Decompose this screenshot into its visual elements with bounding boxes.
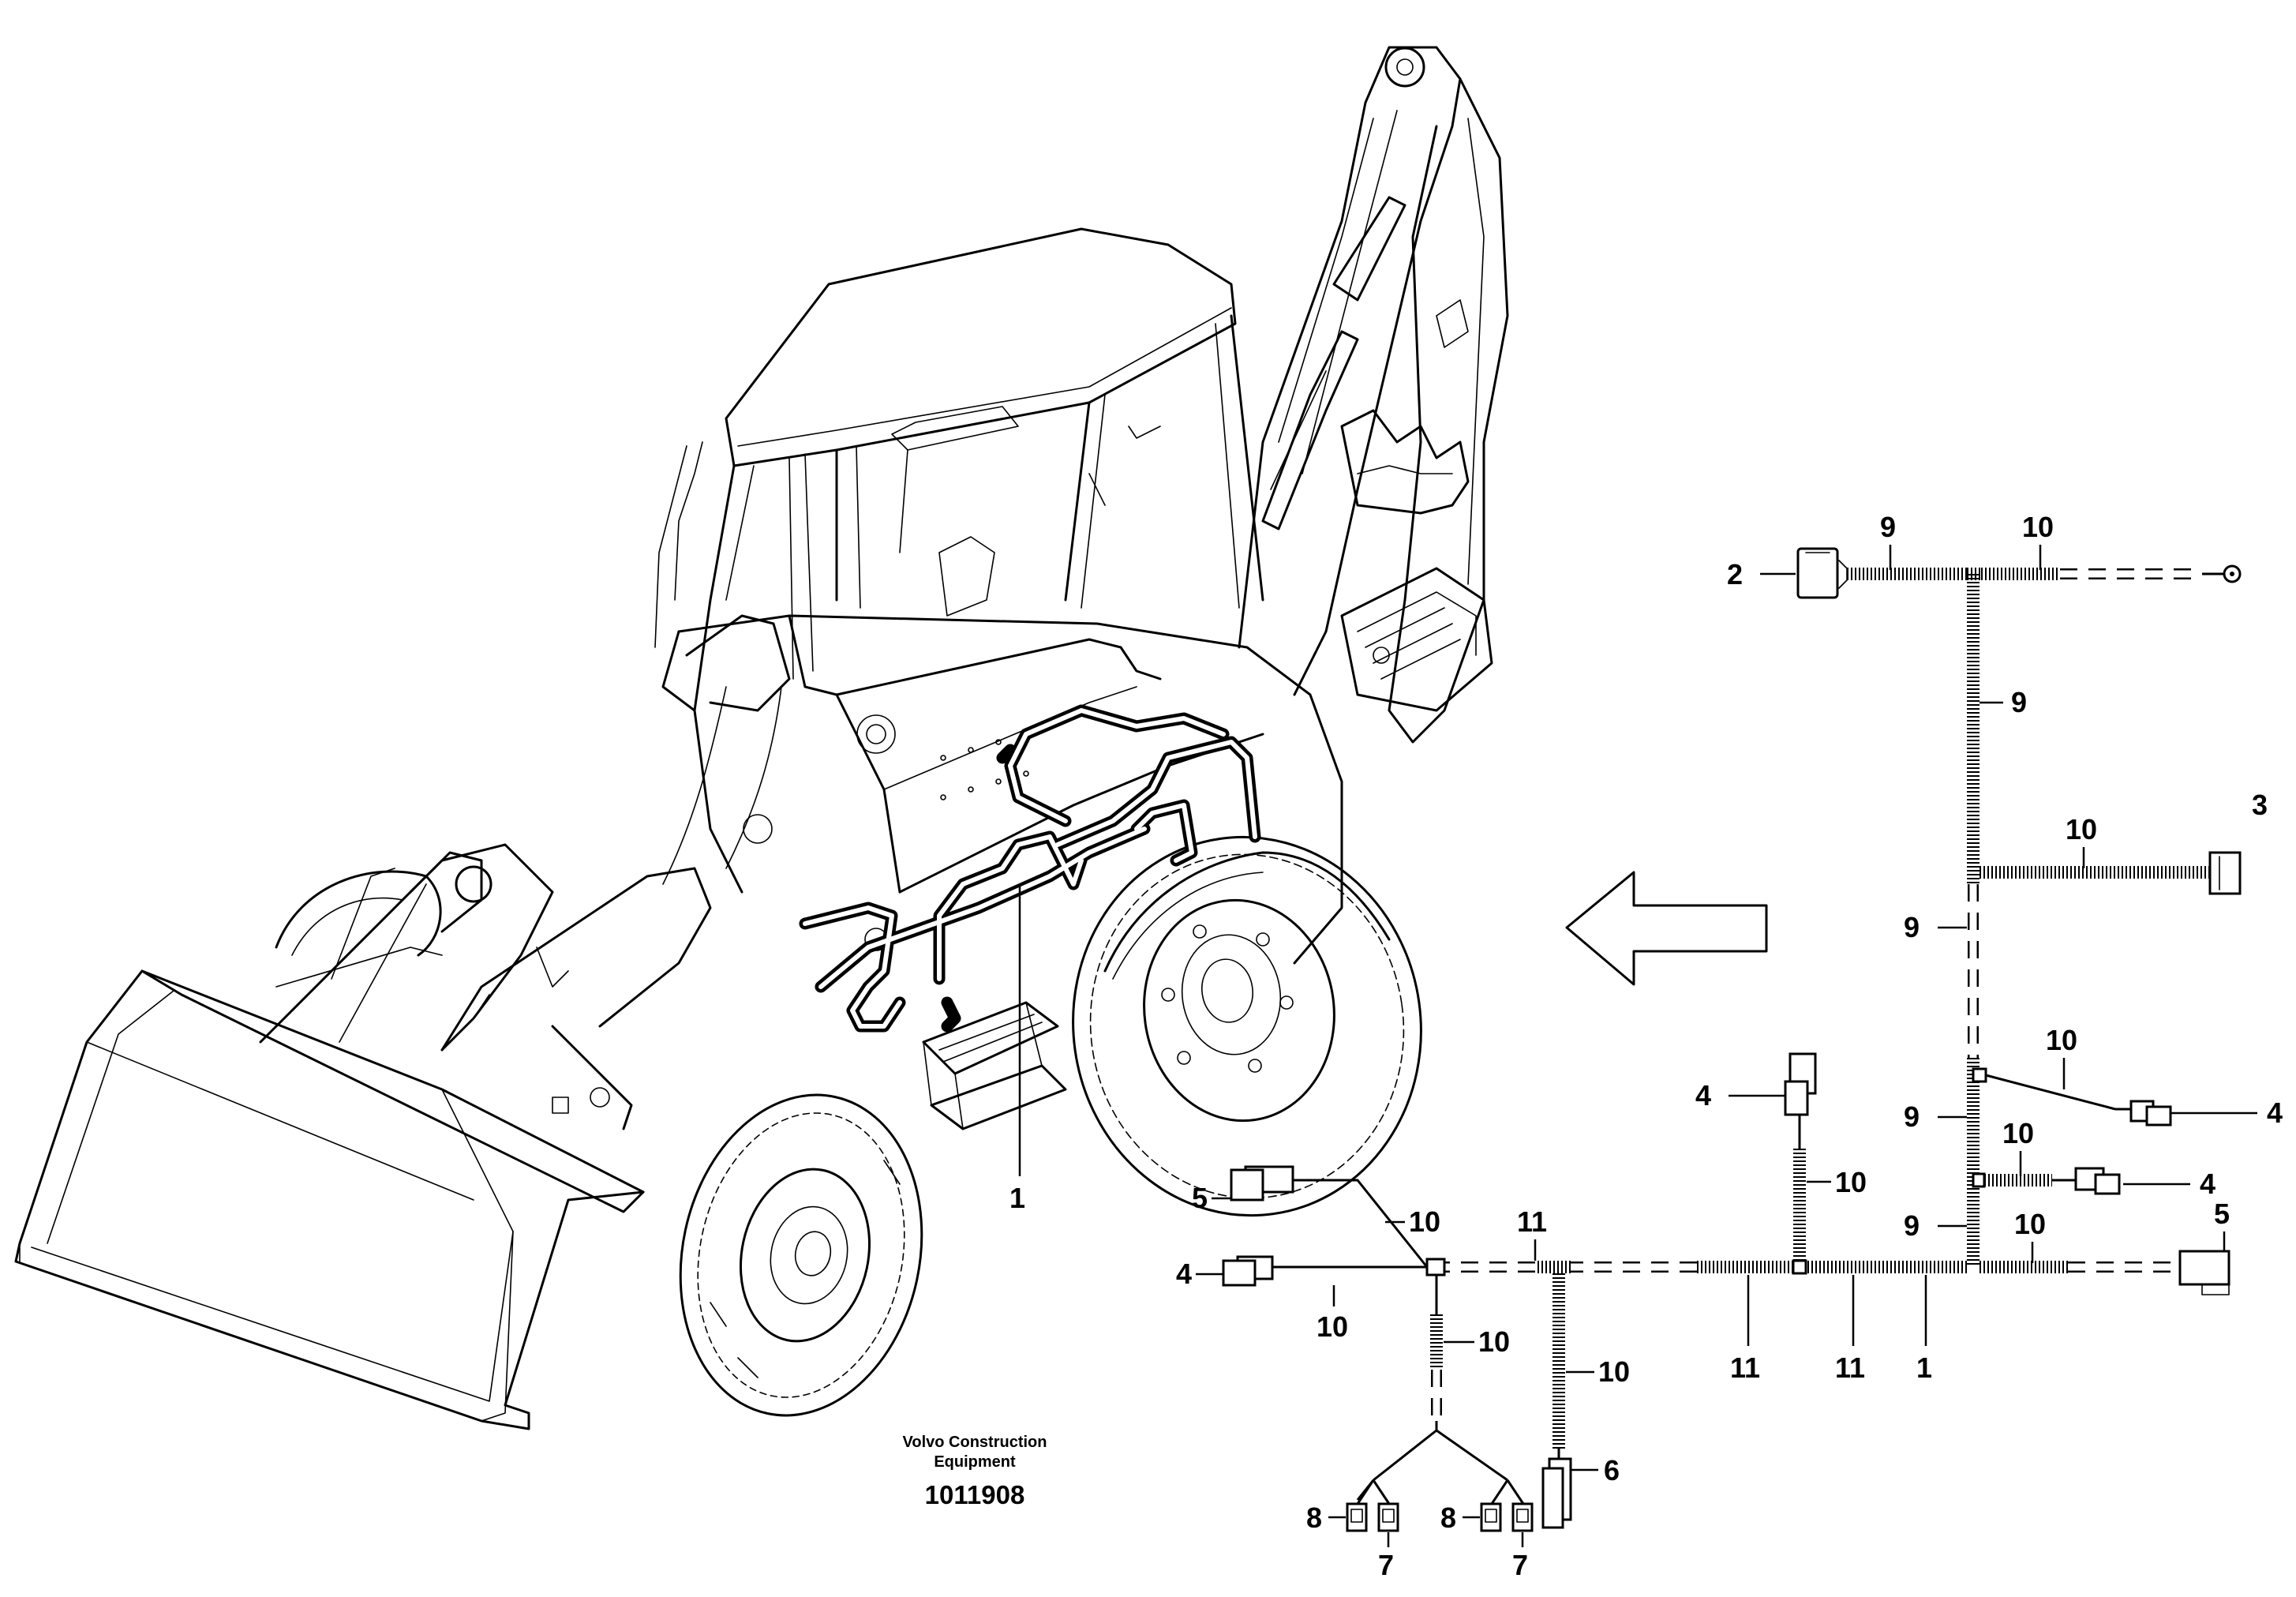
label-10-branch-4-upper: 10	[2046, 1024, 2077, 1056]
harness-branch-4-upper	[1972, 1067, 2257, 1127]
label-9-middle: 9	[1904, 911, 1920, 943]
connector-7-left	[1377, 1502, 1399, 1532]
label-11-right: 11	[1835, 1351, 1865, 1384]
front-bucket	[14, 969, 645, 1430]
label-7-left: 7	[1378, 1549, 1394, 1581]
loader-arms	[259, 843, 554, 1052]
label-9-upper: 9	[2011, 686, 2027, 718]
connector-8-left	[1346, 1502, 1368, 1532]
caption-block: Volvo Construction Equipment 1011908	[903, 1434, 1047, 1509]
label-4-middle: 4	[1695, 1079, 1711, 1112]
label-8-right: 8	[1440, 1501, 1456, 1534]
label-10-left-upper: 10	[1409, 1205, 1440, 1238]
left-arrow-icon	[1565, 871, 1768, 986]
label-10-bottom-right: 10	[2014, 1208, 2046, 1240]
label-8-left: 8	[1306, 1501, 1322, 1534]
harness-branch-top	[1760, 547, 2242, 599]
label-4-lower: 4	[2200, 1168, 2215, 1200]
label-machine-1: 1	[1009, 1182, 1025, 1214]
brand-line-1: Volvo Construction	[903, 1434, 1047, 1451]
label-10-branch-3: 10	[2066, 813, 2097, 845]
rear-wheel	[1072, 835, 1422, 1217]
label-9-lower: 9	[1904, 1100, 1920, 1133]
label-9-top: 9	[1880, 511, 1896, 543]
label-1-harness: 1	[1916, 1351, 1932, 1384]
label-4-left: 4	[1176, 1258, 1192, 1290]
label-2: 2	[1727, 558, 1743, 590]
label-10-top: 10	[2022, 511, 2054, 543]
backhoe-boom	[1238, 46, 1509, 744]
harness-trunk-vertical	[1967, 568, 1981, 1267]
harness-branch-4-lower	[1972, 1167, 2190, 1195]
brand-line-2: Equipment	[934, 1453, 1016, 1471]
label-11-left: 11	[1517, 1205, 1547, 1238]
label-10-branch-4-middle: 10	[1835, 1166, 1867, 1198]
label-10-left-lower: 10	[1317, 1310, 1348, 1343]
harness-leaders	[1332, 545, 2085, 1374]
label-4-right: 4	[2267, 1097, 2283, 1129]
label-9-bottom: 9	[1904, 1209, 1920, 1242]
harness-trunk-horizontal	[1425, 1231, 2230, 1295]
label-7-right: 7	[1512, 1549, 1528, 1581]
harness-branch-left	[1196, 1165, 1429, 1287]
label-5-left: 5	[1192, 1182, 1208, 1214]
harness-diagram: 2 9 10 9 10 3 9 10 4 9 10 4 9 10 5 4 10 …	[1176, 511, 2283, 1581]
label-5-right: 5	[2214, 1198, 2230, 1230]
chassis	[440, 614, 1391, 1130]
drawing-number: 1011908	[925, 1480, 1025, 1509]
front-left-wheel	[275, 870, 442, 957]
harness-branch-6	[1541, 1273, 1598, 1529]
harness-branch-4-middle	[1729, 1052, 1817, 1261]
label-10-branch-4-lower: 10	[2002, 1117, 2034, 1149]
label-11-middle: 11	[1730, 1351, 1760, 1384]
connector-2	[1796, 547, 1839, 599]
harness-labels: 2 9 10 9 10 3 9 10 4 9 10 4 9 10 5 4 10 …	[1176, 511, 2283, 1581]
harness-branch-3	[1980, 851, 2242, 895]
backhoe-loader-illustration: 1	[14, 46, 1509, 1430]
connector-8-right	[1480, 1502, 1502, 1532]
label-3: 3	[2252, 789, 2268, 821]
label-10-branch-7-8: 10	[1478, 1325, 1510, 1358]
connector-5-right	[2178, 1250, 2230, 1286]
connector-7-right	[1511, 1502, 1534, 1532]
front-right-wheel	[679, 1093, 923, 1417]
connector-3	[2208, 851, 2242, 895]
cab	[654, 227, 1264, 712]
label-6: 6	[1604, 1454, 1620, 1486]
label-10-branch-6: 10	[1598, 1355, 1630, 1388]
harness-branch-7-8	[1328, 1275, 1534, 1547]
machine-harness	[799, 704, 1261, 1033]
